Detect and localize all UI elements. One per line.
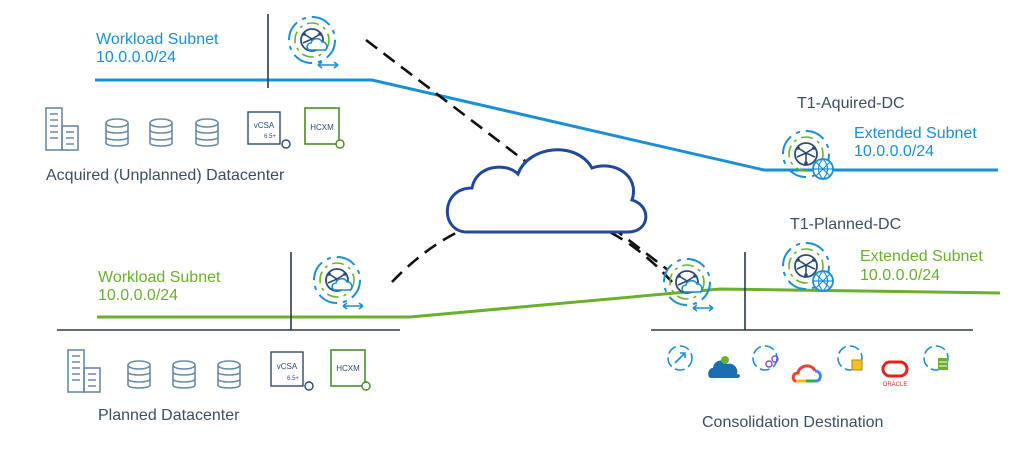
destination-hcx-icon [663, 258, 714, 312]
planned-hcx-icon [313, 256, 364, 310]
acquired-db-icon-3 [195, 118, 219, 147]
acquired-tunnel-dashed [365, 38, 669, 272]
t1-planned-label: T1-Planned-DC [790, 216, 902, 233]
t1-planned-router-icon [782, 242, 834, 292]
consolidation-destination-label: Consolidation Destination [702, 414, 884, 431]
planned-hcxm-text: HCXM [336, 364, 360, 373]
acquired-hcxm-text: HCXM [310, 123, 334, 132]
acquired-db-icon-2 [149, 118, 173, 147]
planned-subnet-cidr: 10.0.0.0/24 [98, 287, 179, 304]
extended-subnet-planned-title: Extended Subnet [860, 248, 983, 265]
google-cloud-icon [791, 364, 822, 383]
planned-vcsa-text: vCSA [277, 362, 298, 371]
planned-hcxm-icon [330, 349, 371, 391]
acquired-hcx-icon [288, 16, 339, 69]
t1-acquired-label: T1-Aquired-DC [797, 95, 905, 112]
acquired-network-line [95, 78, 998, 172]
planned-building-icon [67, 349, 101, 393]
hcx-migrate-cloud-icon [667, 345, 693, 371]
planned-datacenter-label: Planned Datacenter [98, 407, 240, 424]
acquired-vcsa-version: 6.5+ [264, 134, 276, 140]
extended-subnet-acquired-title: Extended Subnet [854, 125, 977, 142]
extended-subnet-planned-cidr: 10.0.0.0/24 [860, 267, 941, 284]
vmware-cloud-storage-icon [923, 345, 949, 371]
planned-vcsa-icon [270, 351, 314, 391]
acquired-datacenter-label: Acquired (Unplanned) Datacenter [46, 167, 285, 184]
acquired-vcsa-icon [247, 111, 291, 149]
acquired-building-icon [45, 107, 79, 151]
planned-vcsa-version: 6.5+ [287, 376, 299, 382]
acquired-subnet-cidr: 10.0.0.0/24 [96, 49, 177, 66]
wan-cloud-icon [445, 148, 648, 234]
vmware-cloud-package-icon [837, 345, 863, 371]
planned-db-icon-2 [172, 360, 196, 389]
extended-subnet-acquired-cidr: 10.0.0.0/24 [854, 143, 935, 160]
acquired-db-icon-1 [105, 118, 129, 147]
t1-acquired-router-icon [782, 130, 834, 180]
planned-db-icon-1 [127, 360, 151, 389]
acquired-subnet-title: Workload Subnet [96, 31, 219, 48]
vmware-cloud-aws-icon [708, 356, 740, 378]
planned-db-icon-3 [217, 360, 241, 389]
vmware-cloud-connect-icon [752, 345, 779, 371]
acquired-hcxm-icon [304, 107, 345, 149]
acquired-vcsa-text: vCSA [254, 121, 275, 130]
planned-subnet-title: Workload Subnet [98, 269, 221, 286]
oracle-cloud-icon: ORACLE [881, 360, 909, 388]
oracle-text: ORACLE [883, 382, 908, 388]
planned-network-line [97, 287, 1001, 319]
